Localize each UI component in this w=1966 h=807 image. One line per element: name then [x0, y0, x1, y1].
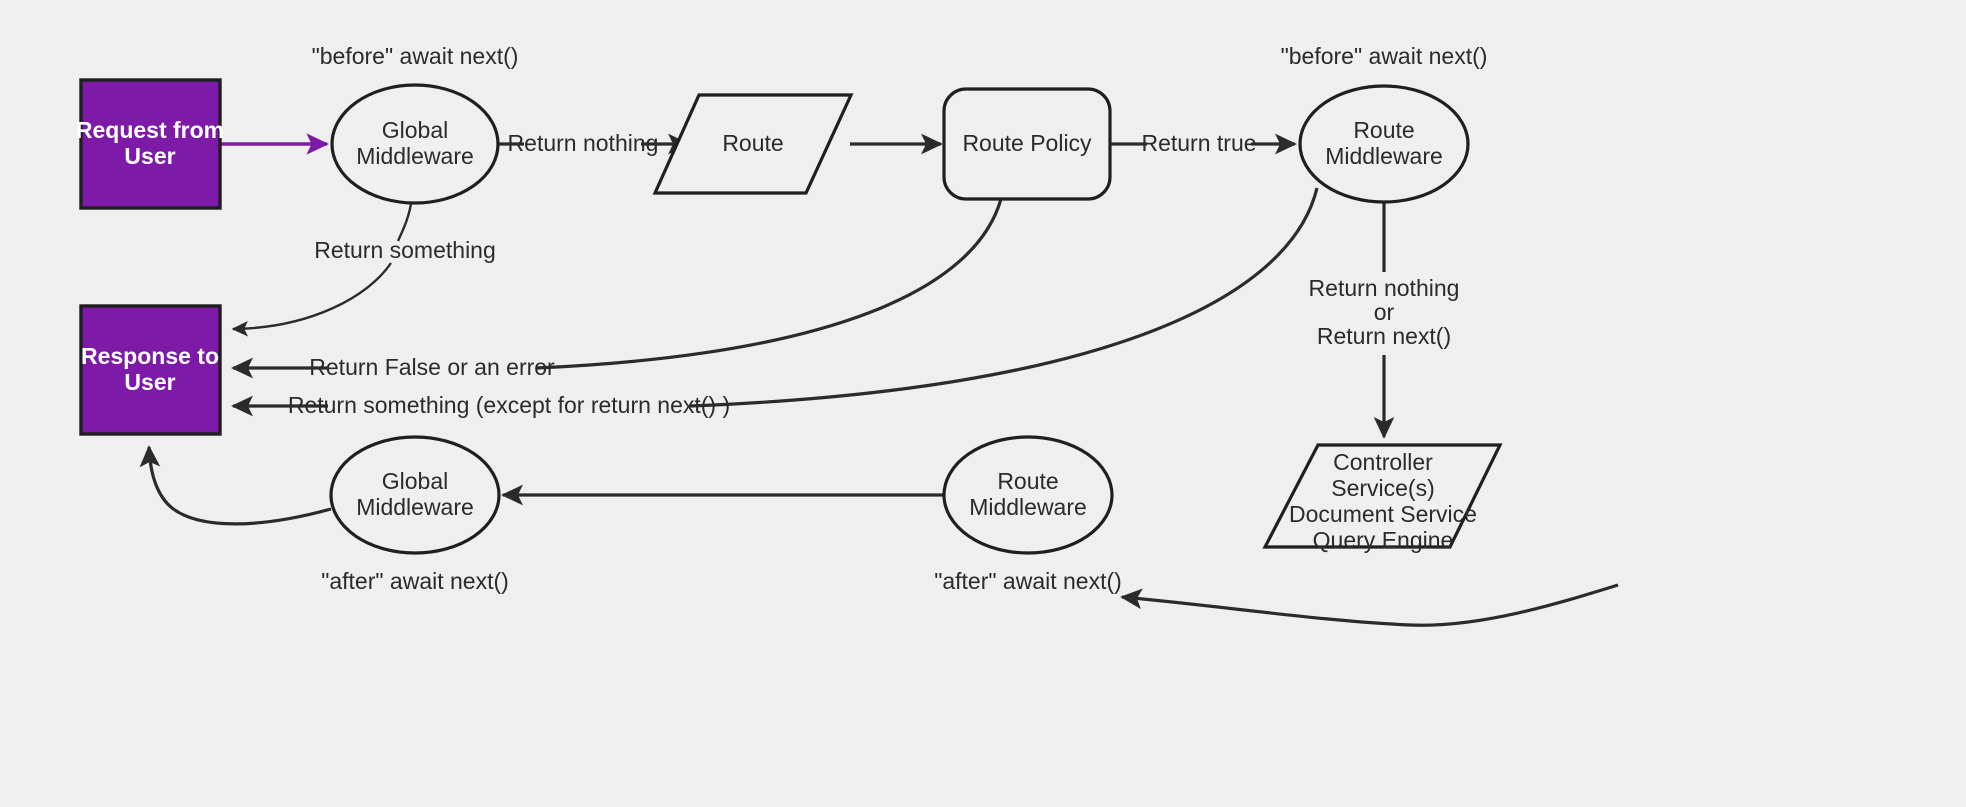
edge-controller-to-route-mw-bottom [1120, 583, 1619, 627]
node-route-middleware-bottom[interactable]: Route Middleware [942, 435, 1114, 555]
annotation-after-global-middleware: "after" await next() [321, 568, 509, 594]
node-route[interactable]: Route [652, 93, 854, 195]
route-mw-bottom-line2: Middleware [969, 494, 1087, 520]
node-global-middleware-bottom[interactable]: Global Middleware [329, 435, 501, 555]
edge-label-return-true: Return true [1141, 130, 1256, 156]
node-route-policy[interactable]: Route Policy [942, 87, 1112, 201]
edge-global-mw-return-something-lower [231, 262, 392, 337]
node-request-from-user[interactable]: Request from User [76, 78, 224, 210]
controller-line2: Service(s) [1331, 475, 1435, 501]
route-mw-top-line1: Route [1353, 117, 1414, 143]
route-policy-label: Route Policy [962, 130, 1092, 156]
node-controller-services[interactable]: Controller Service(s) Document Service Q… [1262, 443, 1503, 553]
edge-label-return-something: Return something [314, 237, 496, 263]
edge-label-return-false-or-error: Return False or an error [309, 354, 555, 380]
node-response-to-user[interactable]: Response to User [79, 304, 222, 436]
route-label: Route [722, 130, 783, 156]
edge-label-route-mw-down-line1: Return nothing [1309, 275, 1460, 301]
controller-line3: Document Service [1289, 501, 1477, 527]
route-mw-top-line2: Middleware [1325, 143, 1443, 169]
controller-line1: Controller [1333, 449, 1433, 475]
route-mw-bottom-line1: Route [997, 468, 1058, 494]
request-label-line1: Request from [76, 117, 224, 143]
annotation-before-global-middleware: "before" await next() [312, 43, 519, 69]
global-mw-bottom-line1: Global [382, 468, 448, 494]
edge-label-route-mw-down-line3: Return next() [1317, 323, 1451, 349]
edge-route-mw-return-something-except [689, 187, 1319, 408]
global-mw-top-line2: Middleware [356, 143, 474, 169]
global-mw-bottom-line2: Middleware [356, 494, 474, 520]
response-label-line2: User [124, 369, 175, 395]
annotation-after-route-middleware: "after" await next() [934, 568, 1122, 594]
node-route-middleware-top[interactable]: Route Middleware [1298, 84, 1470, 204]
edge-label-return-nothing: Return nothing [508, 130, 659, 156]
request-label-line2: User [124, 143, 175, 169]
annotation-before-route-middleware: "before" await next() [1281, 43, 1488, 69]
global-mw-top-line1: Global [382, 117, 448, 143]
edge-label-route-mw-down-line2: or [1374, 299, 1395, 325]
response-label-line1: Response to [81, 343, 219, 369]
edge-route-policy-return-false [535, 198, 1003, 370]
node-global-middleware-top[interactable]: Global Middleware [330, 83, 500, 205]
controller-line4: Query Engine [1313, 527, 1454, 553]
edge-label-return-something-except: Return something (except for return next… [288, 392, 730, 418]
edge-global-mw-bottom-to-response [139, 445, 332, 526]
